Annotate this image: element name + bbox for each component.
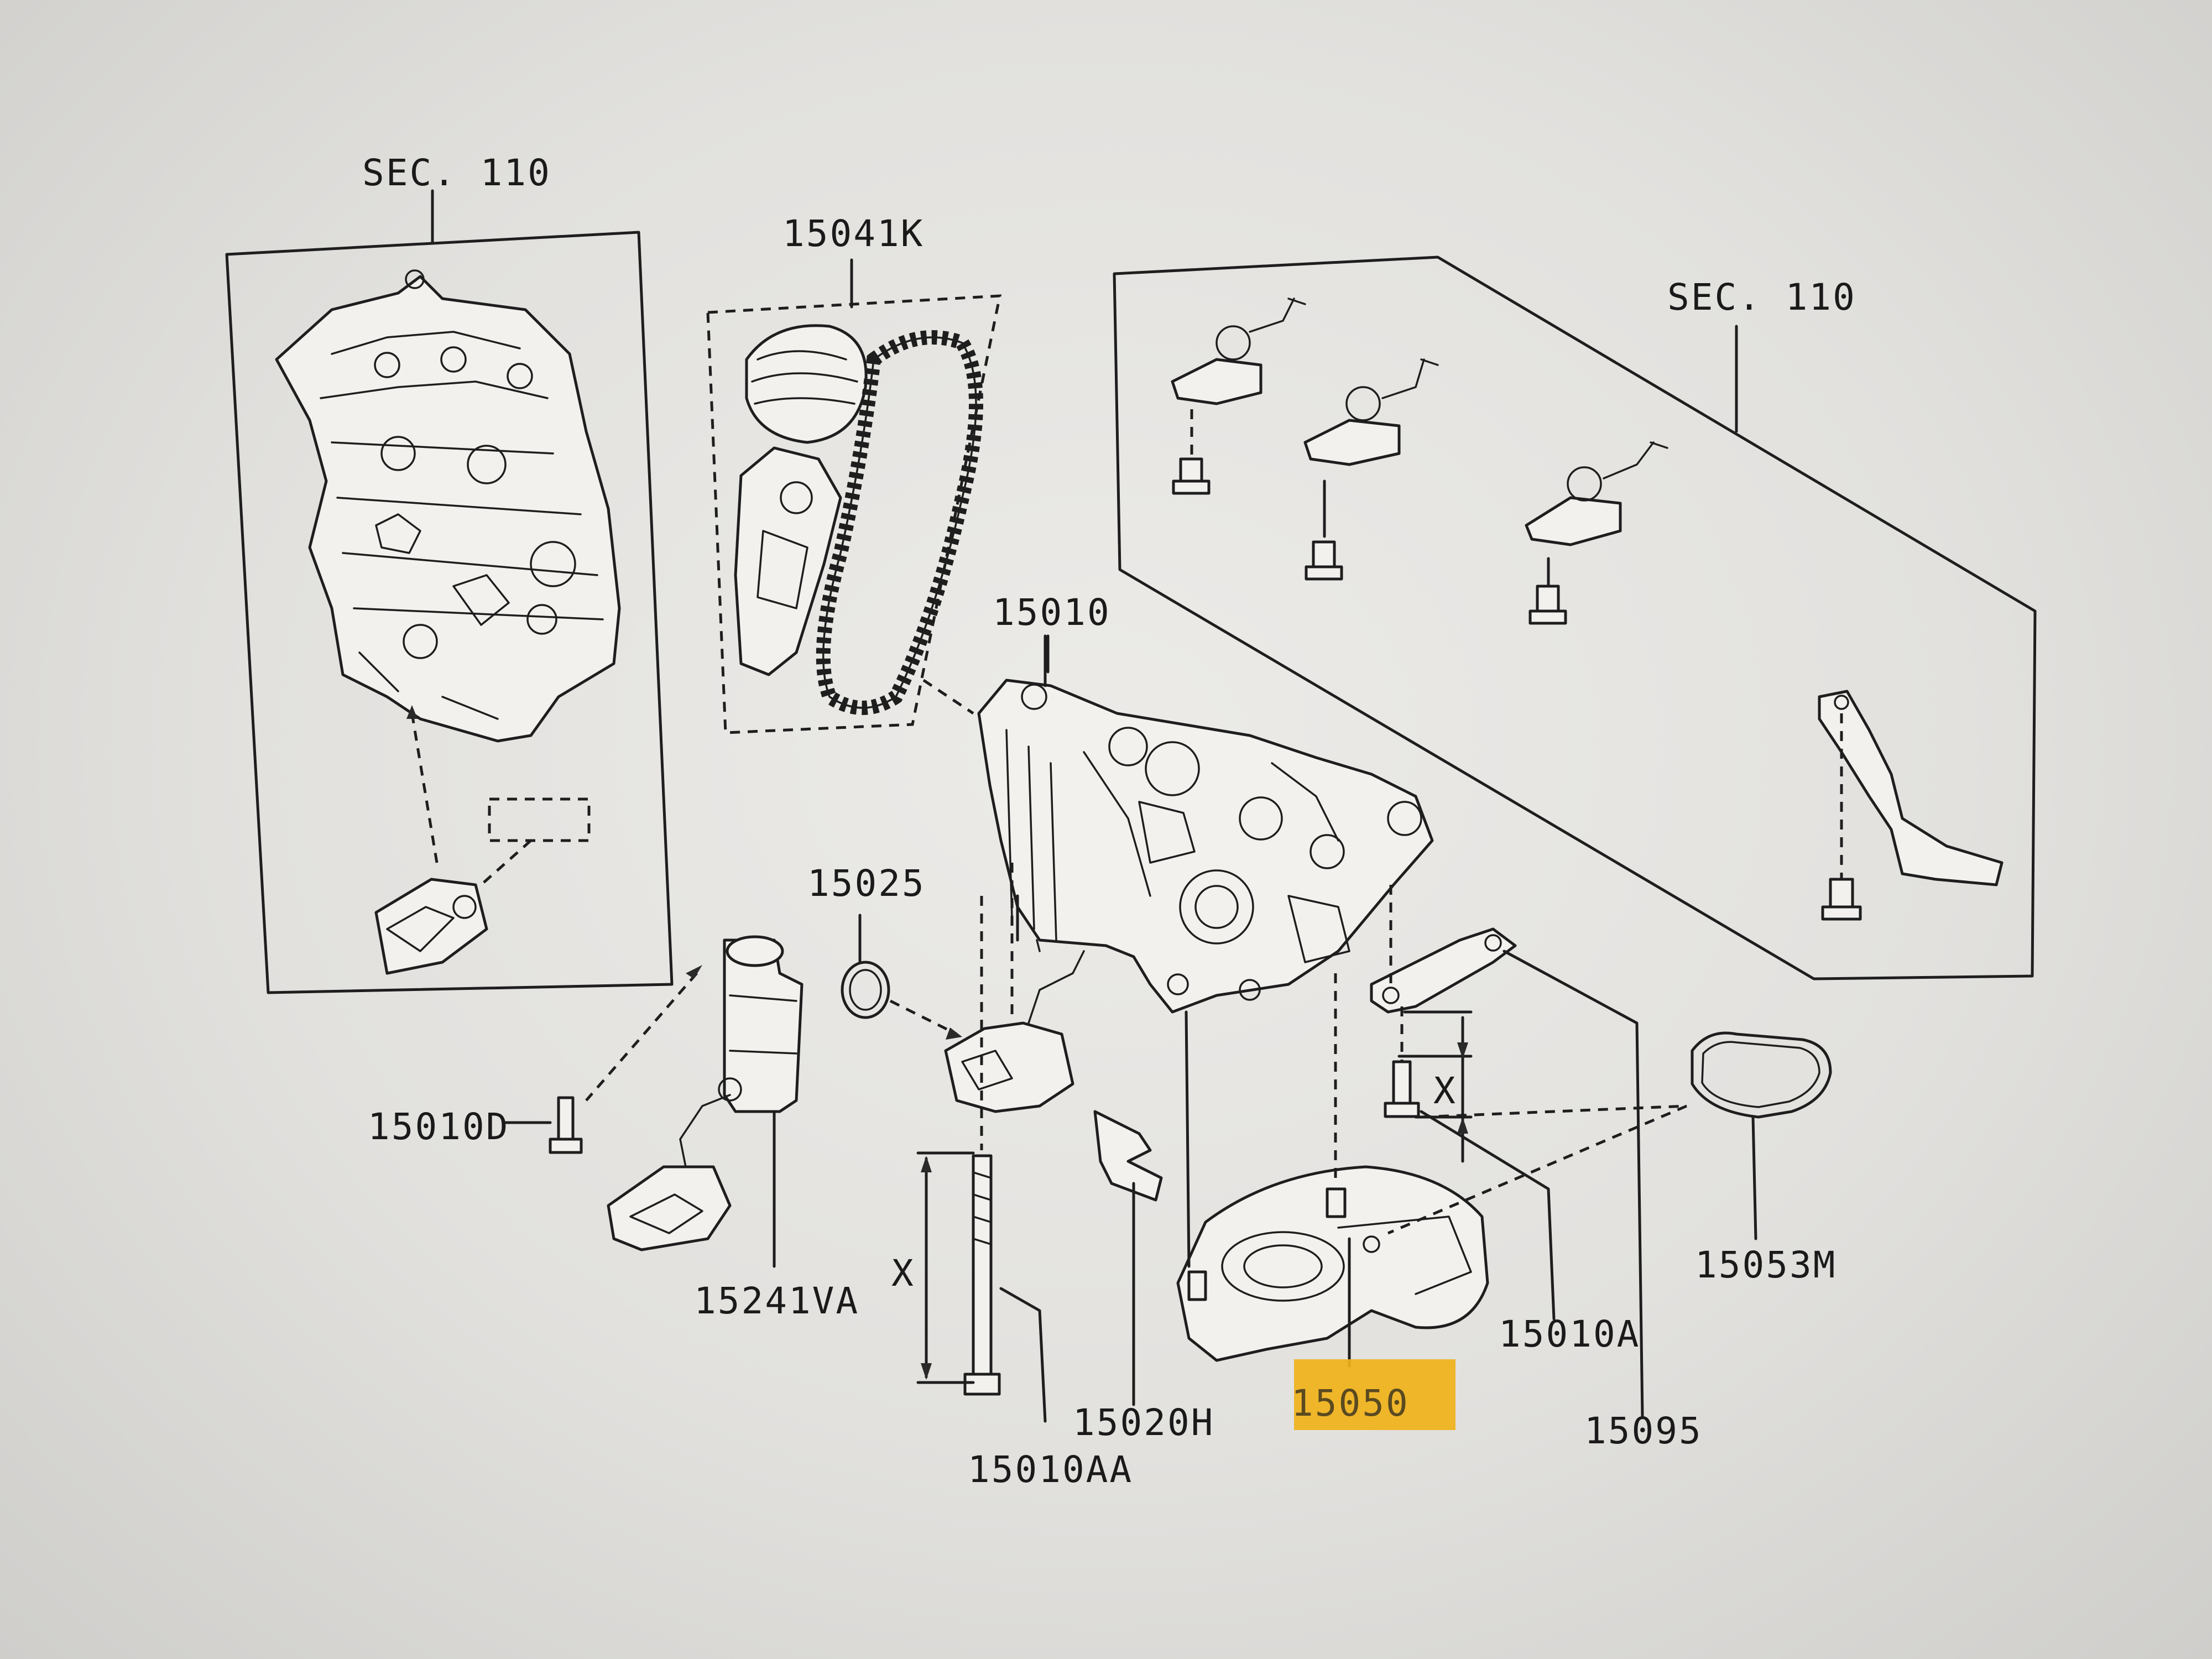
label-15050[interactable]: 15050 — [1291, 1382, 1410, 1425]
oil-pump-body — [977, 634, 1434, 1014]
label-15025[interactable]: 15025 — [807, 862, 926, 905]
label-15010AA[interactable]: 15010AA — [968, 1448, 1134, 1491]
gasket-15053M — [1387, 1031, 1832, 1240]
engine-assembly-box — [225, 189, 674, 994]
o-ring-15025 — [841, 914, 962, 1040]
label-15241VA[interactable]: 15241VA — [694, 1280, 860, 1322]
label-dim-x-left: X — [891, 1252, 915, 1295]
label-15095[interactable]: 15095 — [1584, 1410, 1703, 1452]
label-dim-x-right: X — [1433, 1070, 1457, 1112]
highlight-15050 — [1294, 1359, 1455, 1430]
long-bolt-15010AA — [916, 896, 1047, 1423]
pressure-sensor-group — [944, 863, 1163, 1406]
sensor-group-parts — [1171, 298, 2004, 921]
label-15020H[interactable]: 15020H — [1073, 1401, 1215, 1444]
oil-strainer-15050 — [1176, 973, 1489, 1368]
label-sec110-left[interactable]: SEC. 110 — [362, 152, 551, 194]
label-sec110-right[interactable]: SEC. 110 — [1667, 276, 1856, 319]
label-15010D[interactable]: 15010D — [368, 1105, 510, 1148]
solenoid-group — [504, 935, 804, 1268]
plate-15095 — [1370, 885, 1644, 1417]
label-15053M[interactable]: 15053M — [1695, 1244, 1837, 1286]
bolt-15010A — [1384, 1006, 1687, 1321]
label-15010A[interactable]: 15010A — [1499, 1313, 1641, 1355]
label-15041K[interactable]: 15041K — [782, 212, 925, 255]
timing-chain-group — [706, 258, 1002, 734]
sensor-group-box — [1113, 255, 2037, 980]
label-15010[interactable]: 15010 — [993, 591, 1111, 634]
engine-block-drawing — [275, 269, 621, 743]
sensor-in-box — [374, 705, 591, 975]
